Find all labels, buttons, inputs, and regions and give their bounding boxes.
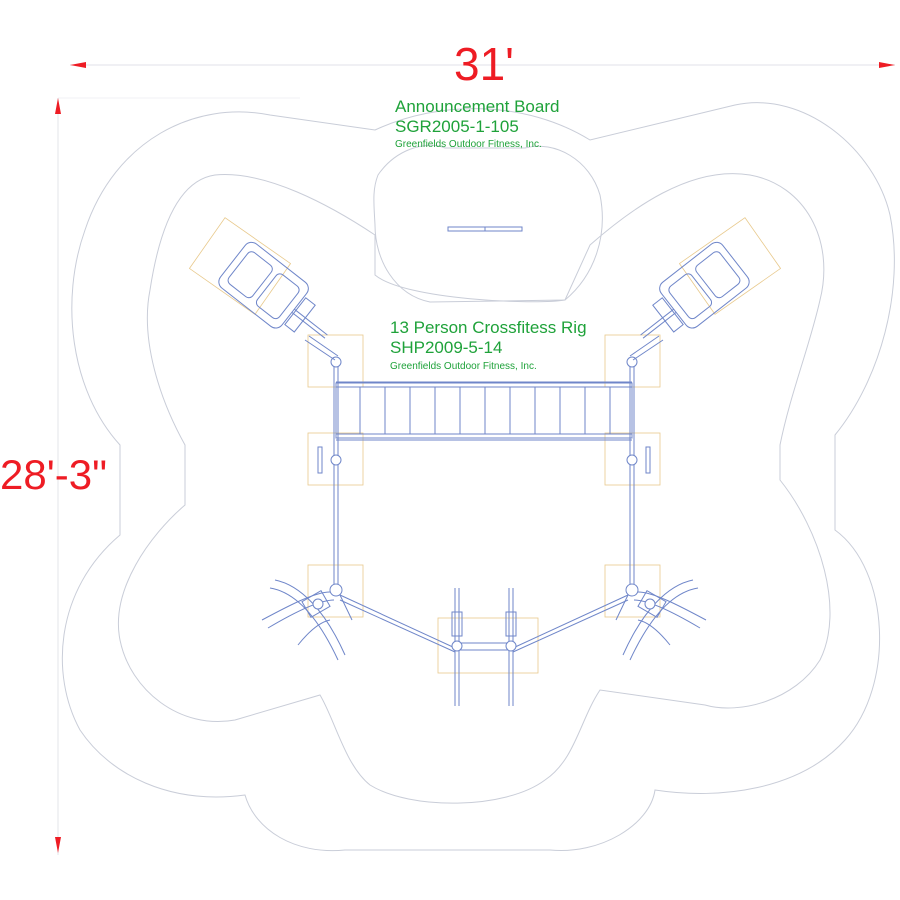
height-arrow-bottom bbox=[55, 837, 61, 853]
post-cap-mid-right bbox=[626, 454, 638, 466]
pad-top-right-station bbox=[678, 217, 782, 315]
post-cap-mid-left bbox=[330, 454, 342, 466]
width-dimension-label: 31' bbox=[454, 38, 514, 90]
center-parallel-bars bbox=[451, 588, 517, 706]
announcement-board-maker: Greenfields Outdoor Fitness, Inc. bbox=[395, 139, 542, 150]
crossfit-rig-name: 13 Person Crossfitess Rig bbox=[390, 318, 587, 337]
handle-mid-right bbox=[645, 446, 651, 474]
upper-left-connector-inner bbox=[308, 335, 339, 357]
width-arrow-left bbox=[70, 62, 86, 68]
crossfit-rig bbox=[188, 217, 782, 706]
crossfit-rig-maker: Greenfields Outdoor Fitness, Inc. bbox=[390, 361, 537, 372]
upper-left-bench-station bbox=[218, 241, 328, 339]
upper-right-connector bbox=[632, 339, 664, 361]
post-cap-low-left bbox=[329, 583, 343, 597]
width-dimension: 31' bbox=[70, 38, 895, 90]
lower-beam-left bbox=[339, 594, 456, 649]
lower-beam-right bbox=[512, 594, 629, 649]
width-arrow-right bbox=[879, 62, 895, 68]
pad-top-left-station bbox=[188, 217, 292, 315]
inner-use-zone bbox=[118, 173, 831, 804]
announcement-board-name: Announcement Board bbox=[395, 97, 559, 116]
handle-mid-left bbox=[317, 446, 323, 474]
crossfit-rig-model: SHP2009-5-14 bbox=[390, 338, 502, 357]
ladder-rungs bbox=[359, 387, 611, 434]
height-dimension-label: 28'-3" bbox=[0, 451, 107, 498]
lower-left-station bbox=[261, 579, 353, 661]
post-cap-low-right bbox=[625, 583, 639, 597]
pad-low-left bbox=[307, 564, 364, 618]
upper-right-bench-station bbox=[640, 241, 750, 339]
monkey-bar-ladder bbox=[335, 382, 633, 439]
outer-use-zone bbox=[61, 102, 895, 852]
pad-low-right bbox=[604, 564, 661, 618]
upper-left-connector bbox=[304, 339, 336, 361]
height-arrow-top bbox=[55, 98, 61, 114]
crossfit-rig-label: 13 Person Crossfitess Rig SHP2009-5-14 G… bbox=[390, 318, 587, 372]
announcement-board: Announcement Board SGR2005-1-105 Greenfi… bbox=[395, 97, 559, 232]
height-dimension: 28'-3" bbox=[0, 97, 300, 855]
announcement-board-model: SGR2005-1-105 bbox=[395, 117, 519, 136]
upper-right-connector-inner bbox=[629, 335, 660, 357]
lower-beam-left-inner bbox=[339, 599, 456, 653]
pad-bottom-center bbox=[437, 617, 539, 674]
lower-right-station bbox=[615, 579, 707, 661]
announcement-board-zone bbox=[373, 144, 603, 303]
lower-beam-right-inner bbox=[512, 599, 629, 653]
